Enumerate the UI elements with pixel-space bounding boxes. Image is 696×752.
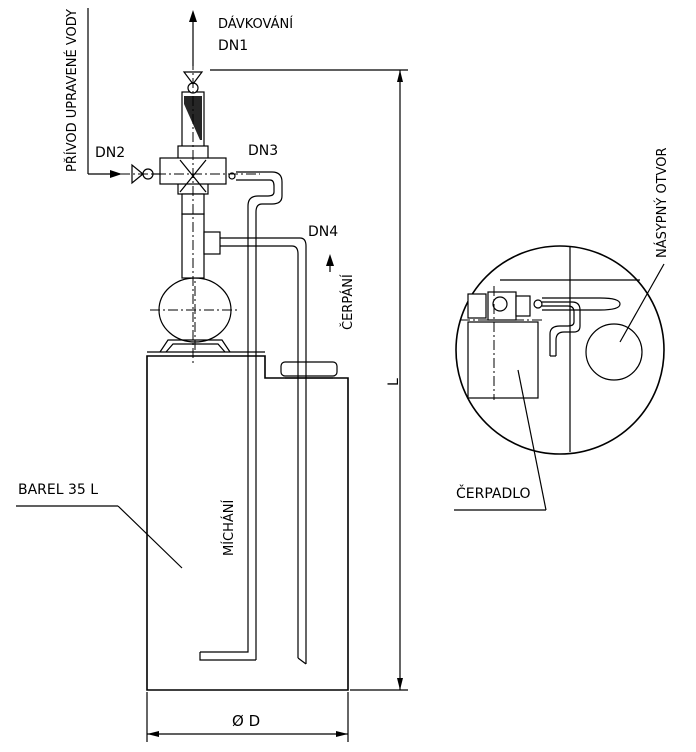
label-dn4: DN4 bbox=[308, 224, 338, 240]
label-cerpani: ČERPÁNÍ bbox=[340, 274, 356, 330]
arrow-privod bbox=[87, 8, 122, 178]
label-dn2: DN2 bbox=[95, 145, 125, 161]
label-dim-l: L bbox=[386, 378, 402, 386]
label-dn3: DN3 bbox=[248, 143, 278, 159]
label-nasypny: NÁSYPNÝ OTVOR bbox=[654, 147, 670, 258]
valve-cross bbox=[131, 71, 236, 215]
leader-barel bbox=[16, 505, 183, 569]
mixing-pipe bbox=[199, 171, 283, 661]
label-dim-d: Ø D bbox=[232, 712, 260, 730]
dimension-l bbox=[210, 69, 408, 691]
label-barel: BAREL 35 L bbox=[18, 482, 98, 498]
pump bbox=[150, 268, 240, 353]
label-davkovani: DÁVKOVÁNÍ bbox=[218, 16, 293, 32]
dimension-d bbox=[146, 692, 349, 742]
label-privod: PŘÍVOD UPRAVENÉ VODY bbox=[64, 9, 80, 172]
arrow-davkovani bbox=[189, 10, 197, 66]
label-dn1: DN1 bbox=[218, 38, 248, 54]
top-view bbox=[455, 245, 665, 455]
label-michani: MÍCHÁNÍ bbox=[221, 499, 237, 556]
leader-cerpadlo bbox=[454, 369, 547, 511]
arrow-cerpani bbox=[326, 254, 334, 272]
label-cerpadlo: ČERPADLO bbox=[456, 484, 531, 502]
